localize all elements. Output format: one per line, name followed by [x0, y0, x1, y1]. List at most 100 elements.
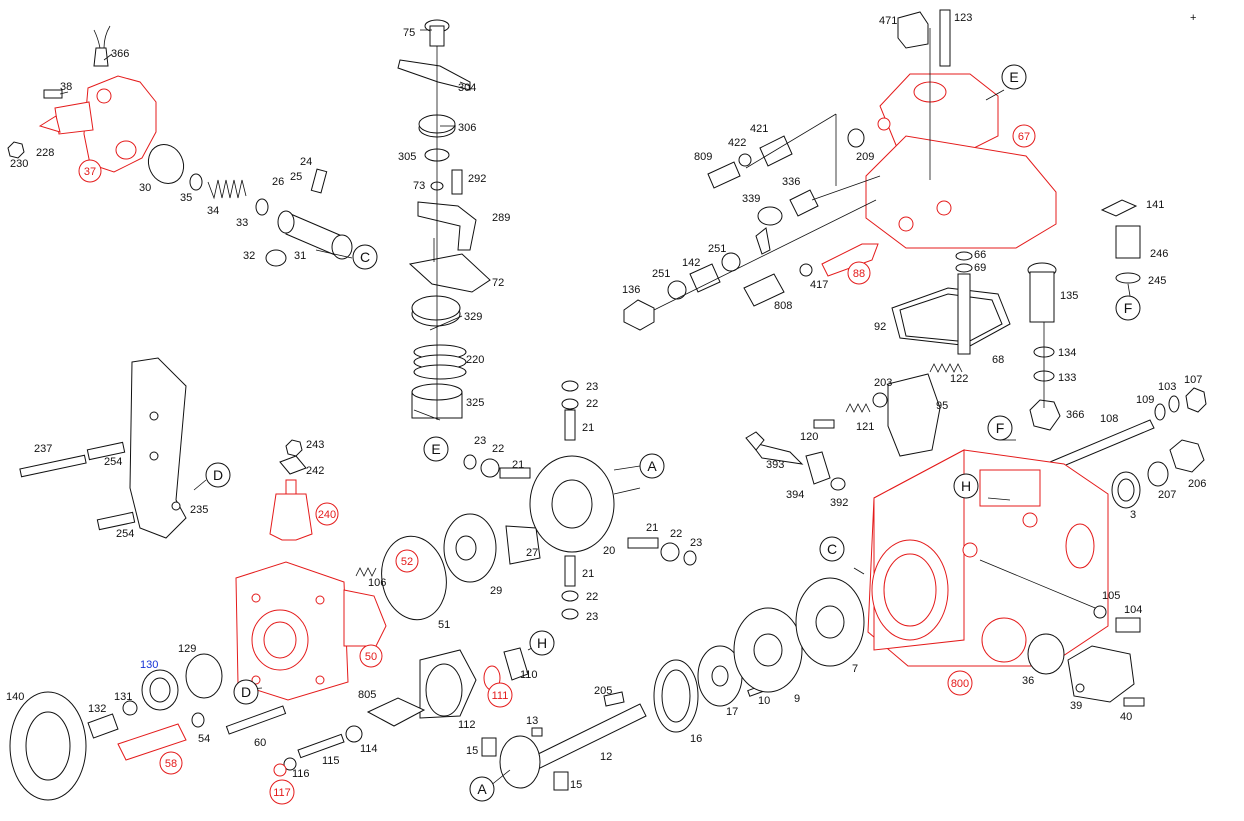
- callout-117: 117: [269, 779, 295, 805]
- label-73: 73: [413, 180, 425, 192]
- label-808: 808: [774, 300, 792, 312]
- part-92-gasket: [891, 287, 1011, 347]
- part-292-bolt: [451, 169, 463, 195]
- label-72: 72: [492, 277, 504, 289]
- label-23a: 23: [586, 381, 598, 393]
- label-40: 40: [1120, 711, 1132, 723]
- svg-text:E: E: [431, 441, 440, 457]
- part-88-injector: [821, 243, 879, 277]
- part-35-washer: [189, 173, 203, 191]
- label-422: 422: [728, 137, 746, 149]
- label-228: 228: [36, 147, 54, 159]
- label-251b: 251: [652, 268, 670, 280]
- label-68: 68: [992, 354, 1004, 366]
- svg-text:117: 117: [273, 787, 291, 799]
- label-106: 106: [368, 577, 386, 589]
- label-237: 237: [34, 443, 52, 455]
- label-24: 24: [300, 156, 312, 168]
- callout-58: 58: [159, 751, 183, 775]
- part-13-key: [531, 727, 543, 737]
- label-23c: 23: [690, 537, 702, 549]
- part-136-bolt: [623, 299, 655, 331]
- label-16: 16: [690, 733, 702, 745]
- label-21d: 21: [582, 568, 594, 580]
- part-336-fitting: [789, 189, 819, 217]
- label-135: 135: [1060, 290, 1078, 302]
- label-203: 203: [874, 377, 892, 389]
- label-809: 809: [694, 151, 712, 163]
- part-242-clip: [279, 455, 307, 475]
- label-251a: 251: [708, 243, 726, 255]
- label-305: 305: [398, 151, 416, 163]
- ref-D1: D: [205, 462, 231, 488]
- label-23b: 23: [474, 435, 486, 447]
- label-336: 336: [782, 176, 800, 188]
- svg-text:E: E: [1009, 69, 1018, 85]
- part-254a-bolt: [86, 441, 126, 461]
- svg-text:52: 52: [401, 556, 413, 568]
- part-20-roller-ring: [529, 455, 615, 553]
- label-15b: 15: [570, 779, 582, 791]
- part-809-plug: [707, 161, 741, 189]
- label-22a: 22: [586, 398, 598, 410]
- label-130: 130: [140, 659, 158, 671]
- svg-text:240: 240: [318, 509, 336, 521]
- ref-E1: E: [423, 436, 449, 462]
- part-33-washer: [255, 198, 269, 216]
- part-417-oring: [799, 263, 813, 277]
- label-254a: 254: [104, 456, 122, 468]
- part-15-blocks: [481, 737, 569, 791]
- label-51: 51: [438, 619, 450, 631]
- part-3-seal: [1111, 471, 1141, 509]
- part-39-cover: [1067, 645, 1135, 703]
- label-366: 366: [111, 48, 129, 60]
- svg-text:C: C: [827, 541, 837, 557]
- label-245: 245: [1148, 275, 1166, 287]
- part-106-spring: [355, 567, 377, 577]
- part-68-valve: [955, 251, 973, 355]
- label-122: 122: [950, 373, 968, 385]
- label-129: 129: [178, 643, 196, 655]
- callout-52: 52: [395, 549, 419, 573]
- label-421: 421: [750, 123, 768, 135]
- label-29: 29: [490, 585, 502, 597]
- label-103: 103: [1158, 381, 1176, 393]
- svg-text:H: H: [537, 635, 547, 651]
- part-112-pump: [419, 649, 477, 719]
- label-104: 104: [1124, 604, 1142, 616]
- label-134: 134: [1058, 347, 1076, 359]
- part-130-sleeve: [141, 669, 179, 711]
- svg-text:A: A: [647, 458, 657, 474]
- label-69: 69: [974, 262, 986, 274]
- label-140: 140: [6, 691, 24, 703]
- label-75: 75: [403, 27, 415, 39]
- label-20: 20: [603, 545, 615, 557]
- part-95-bracket: [887, 373, 941, 457]
- label-108: 108: [1100, 413, 1118, 425]
- label-325: 325: [466, 397, 484, 409]
- label-207: 207: [1158, 489, 1176, 501]
- part-393-valve: [745, 431, 804, 465]
- label-13: 13: [526, 715, 538, 727]
- part-17-disc: [697, 645, 743, 707]
- callout-111: 111: [487, 682, 513, 708]
- part-60-screw: [225, 705, 287, 735]
- label-366b: 366: [1066, 409, 1084, 421]
- part-123-bolt: [939, 9, 951, 67]
- part-120-screw: [813, 419, 835, 429]
- label-15a: 15: [466, 745, 478, 757]
- svg-text:D: D: [241, 684, 251, 700]
- label-220: 220: [466, 354, 484, 366]
- label-21a: 21: [582, 422, 594, 434]
- label-31: 31: [294, 250, 306, 262]
- ref-A2: A: [469, 776, 495, 802]
- part-number-labels: 366 38 228 230 30 35 34 33 24 26 25 32 3…: [6, 12, 1206, 791]
- svg-text:111: 111: [492, 690, 509, 702]
- part-246-fitting: [1115, 225, 1141, 259]
- part-117-plug: [273, 763, 287, 777]
- label-235: 235: [190, 504, 208, 516]
- callout-50: 50: [359, 644, 383, 668]
- label-242: 242: [306, 465, 324, 477]
- part-50-distributor-head: [235, 561, 387, 701]
- leader-lines: [59, 29, 1131, 787]
